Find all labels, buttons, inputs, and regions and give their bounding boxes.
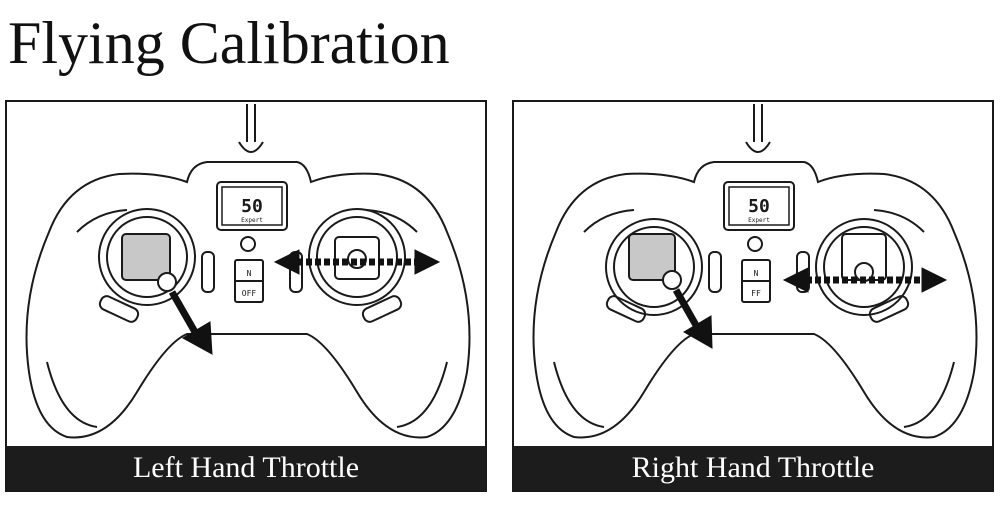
antenna-right: [753, 104, 763, 142]
trim-right-b: [796, 251, 810, 293]
antenna-left: [246, 104, 256, 142]
left-stick-knob: [157, 272, 177, 292]
left-pad: [121, 233, 171, 281]
lcd-sub-left: Expert: [241, 217, 263, 224]
arrow-horizontal-right: [782, 267, 948, 293]
controller-body-left: [25, 161, 471, 439]
right-stick-ring: [308, 208, 406, 306]
page-title: Flying Calibration: [8, 10, 450, 76]
left-stick-knob-r: [662, 270, 682, 290]
lcd-frame-right: [723, 181, 795, 231]
controller-body-right: [532, 161, 978, 439]
trim-left-a: [201, 251, 215, 293]
left-stick-ring-r: [605, 218, 703, 316]
shoulder-left-b: [361, 295, 403, 323]
arrow-down-right-right: [672, 288, 713, 349]
power-led-left: [240, 236, 256, 252]
caption-left: Left Hand Throttle: [7, 446, 485, 490]
lcd-value-left: 50: [241, 196, 263, 217]
lcd-frame-left: [216, 181, 288, 231]
lcd-sub-right: Expert: [748, 217, 770, 224]
left-stick-ring: [98, 208, 196, 306]
switch-bottom-left: OFF: [242, 289, 257, 298]
arrow-horizontal-left: [273, 249, 441, 275]
arrow-down-right-left: [168, 290, 213, 355]
left-pad-r: [628, 233, 676, 281]
shoulder-right-a: [605, 295, 647, 323]
lcd-value-right: 50: [748, 196, 770, 217]
shoulder-left-a: [98, 295, 140, 323]
right-hand-throttle-panel: 50 Expert N FF Right Hand Throttle: [512, 100, 994, 492]
trim-right-a: [708, 251, 722, 293]
switch-top-right: N: [754, 269, 759, 278]
left-hand-throttle-panel: 50 Expert N OFF Left Hand Throttle: [5, 100, 487, 492]
right-stick-ring-r: [815, 218, 913, 316]
controller-diagram-right: 50 Expert N FF: [532, 104, 978, 439]
switch-top-left: N: [247, 269, 252, 278]
controller-diagram-left: 50 Expert N OFF: [25, 104, 471, 439]
switch-bottom-right: FF: [751, 289, 761, 298]
shoulder-right-b: [868, 295, 910, 323]
power-led-right: [747, 236, 763, 252]
caption-right: Right Hand Throttle: [514, 446, 992, 490]
